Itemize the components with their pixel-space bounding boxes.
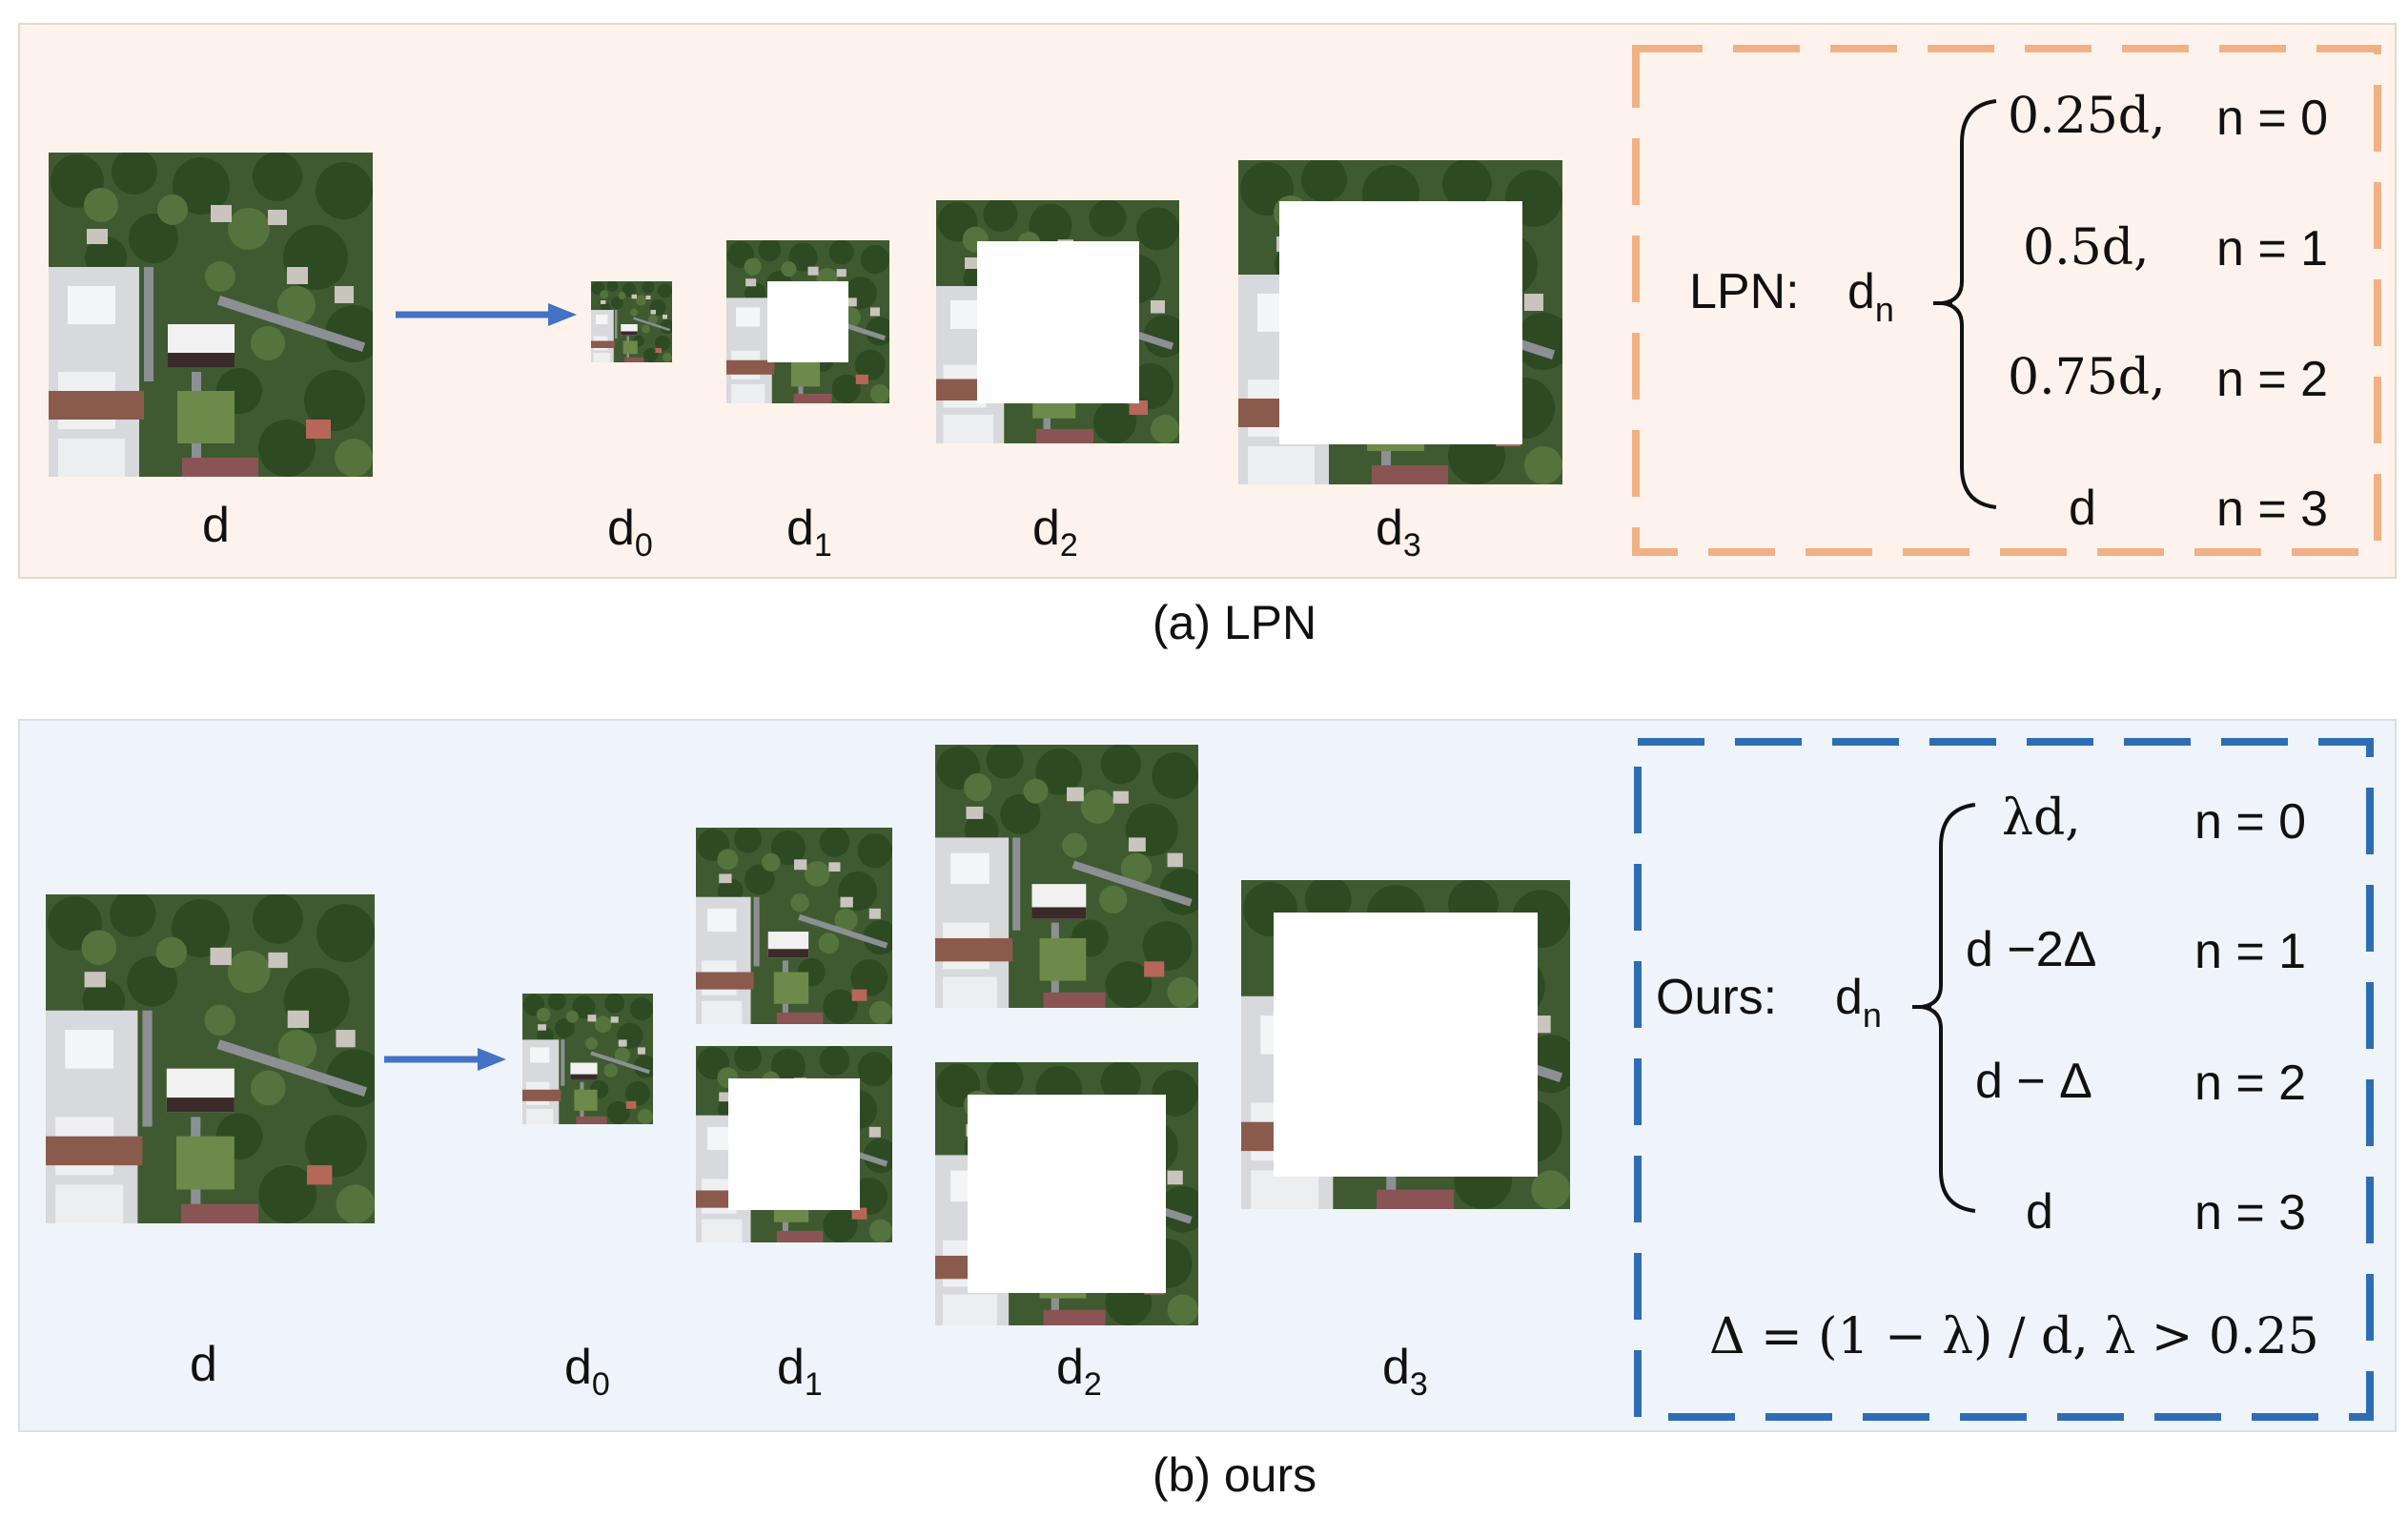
- case-value-2-ours: d − Δ: [1975, 1054, 2092, 1109]
- aerial-image-d2-top: [935, 745, 1198, 1008]
- formula-box-ours: [1634, 738, 2374, 1421]
- aerial-image-d1-bottom: [696, 1046, 892, 1242]
- caption-ours: (b) ours: [1152, 1448, 1317, 1502]
- case-cond-1-lpn: n = 1: [2216, 221, 2329, 277]
- formula-footnote-ours: Δ = (1 − λ) / d, λ > 0.25: [1709, 1308, 2319, 1365]
- case-value-2-lpn: 0.75d,: [2008, 349, 2166, 406]
- label-d0-ours: d0: [564, 1340, 610, 1403]
- case-cond-0-lpn: n = 0: [2216, 91, 2329, 146]
- case-cond-0-ours: n = 0: [2194, 794, 2307, 850]
- label-d2: d2: [1032, 501, 1078, 564]
- case-value-1-ours: d −2Δ: [1966, 922, 2097, 977]
- panel-lpn: [18, 23, 2397, 579]
- aerial-image-d3-ours: [1241, 880, 1570, 1209]
- caption-lpn: (a) LPN: [1152, 596, 1317, 649]
- label-d3: d3: [1376, 501, 1421, 564]
- image-mask-d3-ours: [1274, 913, 1538, 1177]
- aerial-image-d: [49, 153, 373, 477]
- label-d3-ours: d3: [1382, 1340, 1428, 1403]
- case-cond-2-lpn: n = 2: [2216, 352, 2329, 407]
- case-cond-3-ours: n = 3: [2194, 1185, 2307, 1241]
- case-cond-2-ours: n = 2: [2194, 1056, 2307, 1111]
- label-d1: d1: [786, 501, 832, 564]
- formula-prefix-lpn: LPN:: [1689, 264, 1800, 319]
- aerial-image-d-ours: [46, 894, 375, 1223]
- case-value-3-ours: d: [2026, 1184, 2053, 1240]
- aerial-image-d1-top: [696, 828, 892, 1024]
- label-d1-ours: d1: [777, 1340, 823, 1403]
- aerial-image-d3: [1238, 160, 1562, 484]
- image-mask-d2-ours: [968, 1095, 1166, 1293]
- aerial-image-d1: [726, 240, 889, 403]
- formula-lhs-lpn: dn: [1847, 264, 1894, 329]
- panel-ours: [18, 719, 2397, 1432]
- label-d: d: [202, 498, 230, 553]
- brace-ours: [1912, 803, 1976, 1213]
- aerial-image-d2: [936, 200, 1179, 443]
- aerial-image-d2-bottom: [935, 1062, 1198, 1325]
- formula-lhs-ours: dn: [1835, 970, 1882, 1035]
- case-value-0-lpn: 0.25d,: [2008, 88, 2166, 145]
- aerial-image-d0: [591, 281, 672, 362]
- label-d0: d0: [607, 501, 653, 564]
- image-mask-d1-ours: [728, 1078, 860, 1210]
- formula-box-lpn: [1632, 45, 2381, 556]
- arrow-icon-ours: [384, 1048, 506, 1071]
- aerial-image-d0-ours: [522, 994, 653, 1124]
- case-cond-3-lpn: n = 3: [2216, 482, 2329, 537]
- case-value-0-ours: λd,: [2002, 790, 2081, 847]
- image-mask-d1: [767, 281, 848, 362]
- formula-prefix-ours: Ours:: [1656, 970, 1778, 1025]
- image-mask-d2: [977, 241, 1139, 403]
- case-value-1-lpn: 0.5d,: [2023, 219, 2150, 277]
- label-d-ours: d: [190, 1337, 217, 1392]
- case-cond-1-ours: n = 1: [2194, 924, 2307, 979]
- brace-lpn: [1933, 99, 1997, 509]
- case-value-3-lpn: d: [2069, 481, 2096, 536]
- label-d2-ours: d2: [1056, 1340, 1102, 1403]
- arrow-icon: [396, 303, 577, 326]
- image-mask-d3: [1279, 201, 1522, 444]
